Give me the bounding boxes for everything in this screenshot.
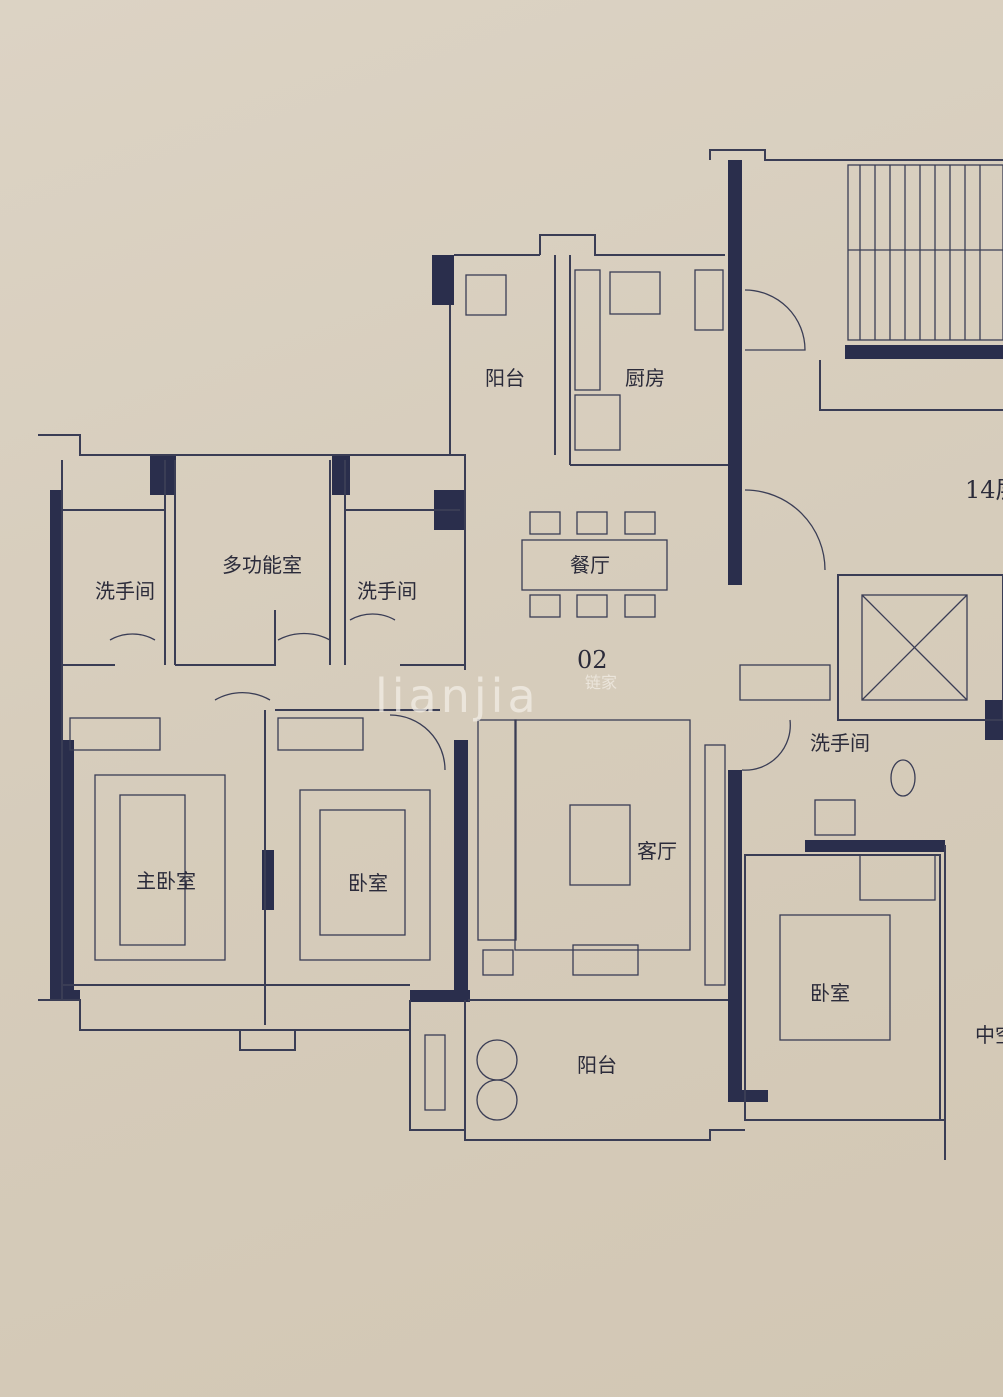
label-bedroom-middle: 卧室 <box>348 871 388 895</box>
label-floor: 14层 <box>965 476 1003 504</box>
room-labels: 阳台 厨房 14层 多功能室 洗手间 洗手间 餐厅 02 客厅 洗手间 主卧室 … <box>95 366 1003 1077</box>
label-bathroom-left: 洗手间 <box>95 579 155 603</box>
label-bedroom-right: 卧室 <box>810 981 850 1005</box>
label-bathroom-right: 洗手间 <box>810 731 870 755</box>
watermark-cn: 链家 <box>585 673 617 692</box>
label-bathroom-middle: 洗手间 <box>357 579 417 603</box>
label-dining-room: 餐厅 <box>570 553 610 577</box>
label-balcony-south: 阳台 <box>577 1053 617 1077</box>
label-living-room: 客厅 <box>637 839 677 863</box>
watermark-text: lianjia <box>375 669 540 723</box>
label-kitchen: 厨房 <box>625 366 665 390</box>
label-master-bedroom: 主卧室 <box>136 869 196 893</box>
watermark: lianjia 链家 <box>375 669 617 723</box>
label-void: 中空 <box>975 1023 1003 1047</box>
label-multi-function-room: 多功能室 <box>222 553 302 577</box>
label-unit-number: 02 <box>577 646 608 674</box>
stairs <box>848 165 1003 340</box>
walls <box>50 160 1003 1102</box>
label-balcony-north: 阳台 <box>485 366 525 390</box>
outlines <box>38 149 1003 1160</box>
